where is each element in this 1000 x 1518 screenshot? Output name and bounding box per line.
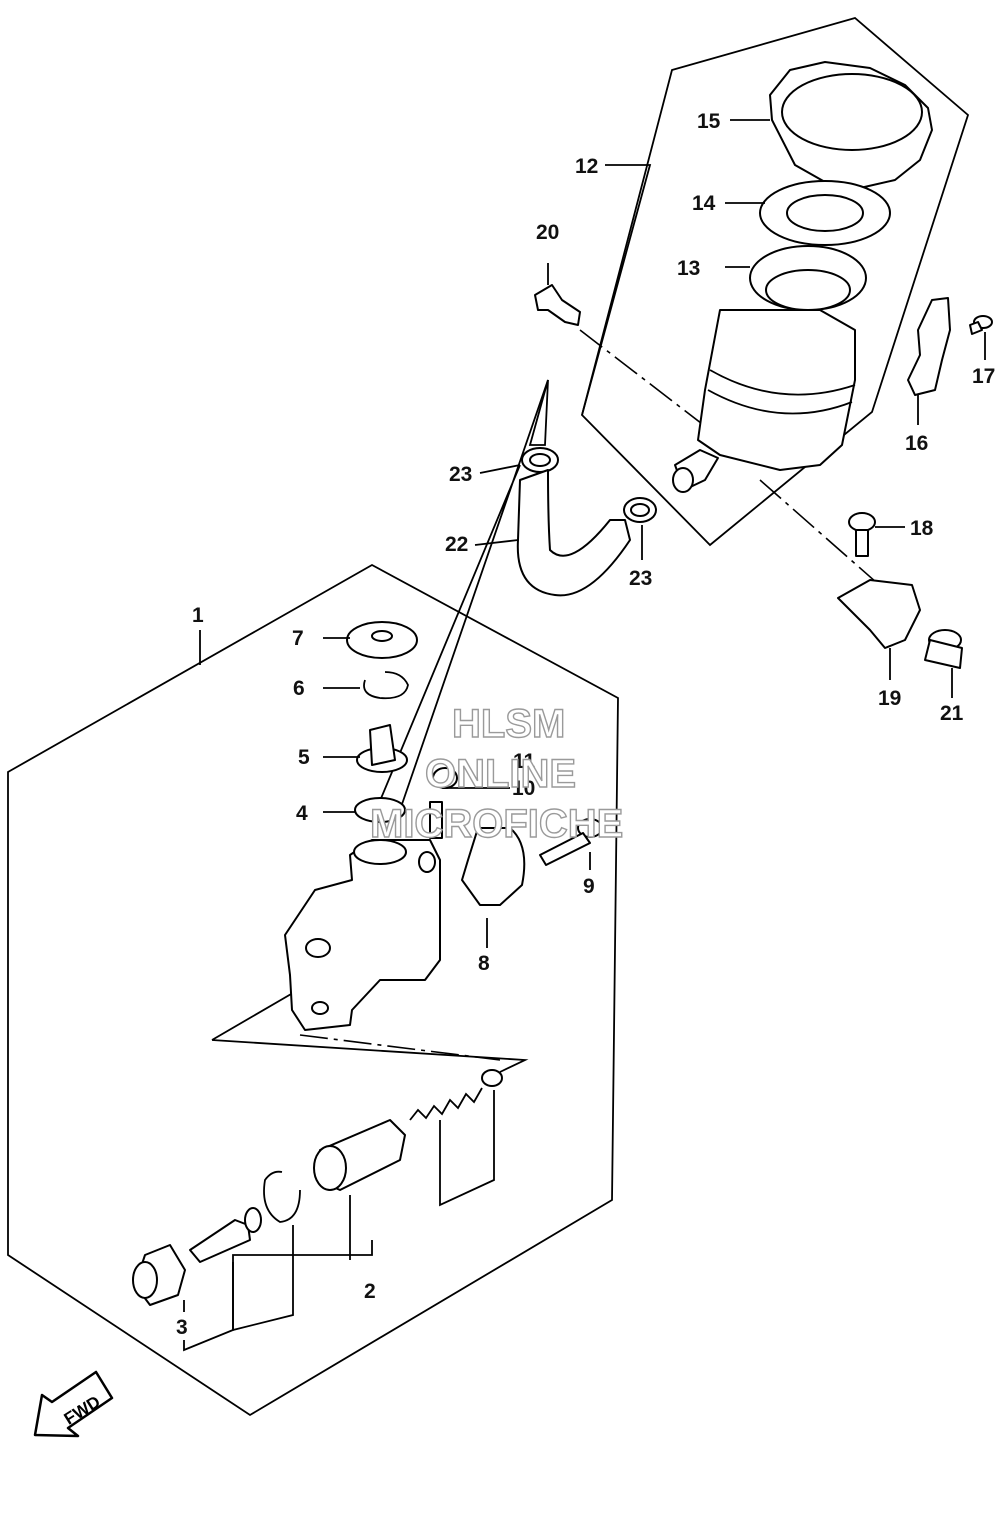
clamp-bolt — [539, 818, 603, 866]
pushrod-boot-cap — [346, 621, 418, 659]
callout-19: 19 — [878, 687, 901, 710]
callout-21: 21 — [940, 702, 964, 725]
watermark-line-2: ONLINE — [425, 752, 576, 796]
callout-7: 7 — [292, 627, 304, 650]
bracket-bolt — [848, 512, 876, 557]
callout-9: 9 — [583, 875, 595, 898]
dust-boot — [132, 1244, 186, 1306]
watermark-line-3: MICROFICHE — [370, 802, 623, 846]
circlip-piston — [263, 1170, 301, 1223]
callout-13: 13 — [677, 257, 700, 280]
o-ring — [354, 797, 406, 823]
bleeder-valve — [429, 801, 443, 839]
hose-route-wedge — [528, 379, 549, 446]
reservoir-hose — [516, 469, 631, 597]
fwd-direction-arrow: FWD — [33, 1370, 114, 1438]
centerline-reservoir — [579, 329, 711, 431]
callout-14: 14 — [692, 192, 716, 215]
callout-23-upper: 23 — [449, 463, 472, 486]
callout-4: 4 — [296, 802, 308, 825]
piston-assembly — [313, 1119, 406, 1191]
reservoir-cap — [769, 61, 933, 189]
reservoir-body — [672, 245, 867, 493]
watermark-line-1: HLSM — [452, 702, 565, 746]
reservoir-bracket — [907, 297, 951, 396]
grommet — [924, 629, 963, 669]
callout-3: 3 — [176, 1316, 188, 1339]
callout-1: 1 — [192, 604, 204, 627]
callout-2: 2 — [364, 1280, 376, 1303]
pushrod — [189, 1207, 262, 1263]
callout-6: 6 — [293, 677, 305, 700]
callout-17: 17 — [972, 365, 995, 388]
spring — [409, 1069, 503, 1121]
hose-clamp-lower — [623, 497, 657, 523]
callout-22: 22 — [445, 533, 468, 556]
callout-16: 16 — [905, 432, 928, 455]
mounting-bracket — [837, 579, 921, 649]
callout-20: 20 — [536, 221, 559, 244]
master-cylinder-body — [284, 839, 441, 1031]
centerline-cylinder — [299, 1034, 501, 1061]
callout-5: 5 — [298, 746, 310, 769]
diaphragm-ring — [759, 180, 891, 246]
callout-11: 11 — [513, 750, 536, 773]
piston-parts-bracket — [211, 989, 529, 1073]
callout-15: 15 — [697, 110, 721, 133]
callout-23-lower: 23 — [629, 567, 652, 590]
reservoir-bolt — [534, 284, 581, 326]
circlip-top — [363, 671, 409, 700]
small-screw — [969, 315, 993, 335]
leader-lines — [183, 119, 986, 1352]
callout-12: 12 — [575, 155, 598, 178]
callout-10: 10 — [512, 777, 535, 800]
hose-clamp-upper — [521, 447, 559, 473]
hose-connector — [356, 724, 408, 773]
centerline-bracket — [759, 479, 886, 591]
callout-18: 18 — [910, 517, 934, 540]
callout-8: 8 — [478, 952, 490, 975]
cylinder-holder — [461, 827, 526, 906]
master-cylinder-group-outline — [7, 563, 619, 1417]
